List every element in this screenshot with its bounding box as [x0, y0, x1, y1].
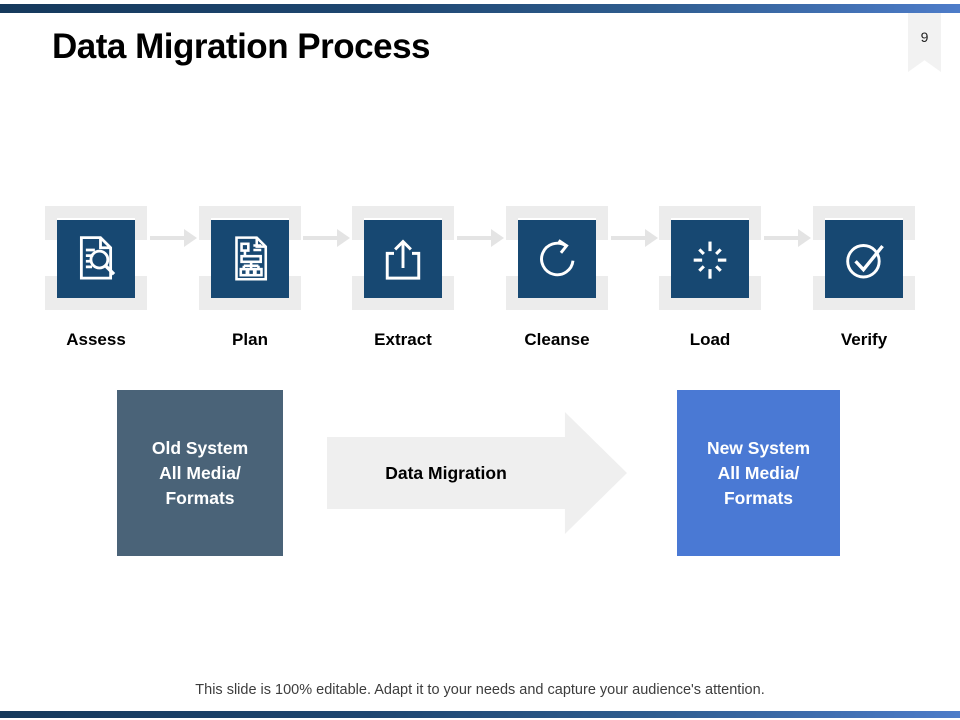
- frame-gap: [135, 240, 147, 276]
- arrow-shaft: [150, 236, 185, 240]
- step-label-load: Load: [689, 330, 731, 349]
- step-label-plan: Plan: [232, 330, 268, 349]
- process-step-extract: [350, 206, 456, 312]
- bottom-accent-bar: [0, 711, 960, 718]
- process-step-plan: [197, 206, 303, 312]
- frame-gap: [903, 240, 915, 276]
- frame-gap: [442, 240, 454, 276]
- slide-title: Data Migration Process: [52, 27, 431, 66]
- assess-icon-tile: [57, 220, 135, 298]
- document-flowchart-icon: [235, 236, 268, 281]
- document-search-icon: [79, 236, 116, 280]
- step-label-assess: Assess: [66, 330, 126, 349]
- arrow-head: [491, 229, 504, 247]
- extract-icon-tile: [364, 220, 442, 298]
- check-circle-icon: [846, 244, 884, 279]
- footer-note: This slide is 100% editable. Adapt it to…: [195, 682, 765, 698]
- step-label-verify: Verify: [840, 330, 888, 349]
- step-label-extract: Extract: [374, 330, 432, 349]
- process-step-load: [657, 206, 763, 312]
- top-accent-bar: [0, 4, 960, 13]
- plan-icon-tile: [211, 220, 289, 298]
- step-frame: [659, 206, 761, 310]
- arrow-head: [184, 229, 197, 247]
- process-step-assess: [43, 206, 149, 312]
- step-frame: [813, 206, 915, 310]
- frame-gap: [596, 240, 608, 276]
- export-icon: [385, 239, 421, 280]
- page-number-ribbon: 9: [908, 13, 941, 72]
- frame-gap: [506, 240, 518, 276]
- arrow-head: [798, 229, 811, 247]
- arrow-head: [337, 229, 350, 247]
- flow-arrow: [457, 229, 504, 247]
- frame-gap: [813, 240, 825, 276]
- step-frame: [506, 206, 608, 310]
- flow-arrow: [150, 229, 197, 247]
- step-frame: [352, 206, 454, 310]
- process-step-cleanse: [504, 206, 610, 312]
- arrow-head: [645, 229, 658, 247]
- arrow-shaft: [611, 236, 646, 240]
- page-number: 9: [920, 29, 929, 45]
- flow-arrow: [303, 229, 350, 247]
- verify-icon-tile: [825, 220, 903, 298]
- step-label-cleanse: Cleanse: [524, 330, 590, 349]
- flow-arrow: [611, 229, 658, 247]
- cleanse-icon-tile: [518, 220, 596, 298]
- frame-gap: [352, 240, 364, 276]
- data-migration-label: Data Migration: [385, 462, 507, 483]
- frame-gap: [199, 240, 211, 276]
- step-frame: [45, 206, 147, 310]
- frame-gap: [45, 240, 57, 276]
- arrow-shaft: [764, 236, 799, 240]
- spinner-icon: [693, 241, 727, 279]
- step-frame: [199, 206, 301, 310]
- frame-gap: [289, 240, 301, 276]
- arrow-shaft: [457, 236, 492, 240]
- frame-gap: [749, 240, 761, 276]
- refresh-icon: [540, 239, 575, 277]
- load-icon-tile: [671, 220, 749, 298]
- frame-gap: [659, 240, 671, 276]
- arrow-shaft: [303, 236, 338, 240]
- process-step-verify: [811, 206, 917, 312]
- old-system-box: Old System All Media/ Formats: [117, 390, 283, 556]
- flow-arrow: [764, 229, 811, 247]
- new-system-box: New System All Media/ Formats: [677, 390, 840, 556]
